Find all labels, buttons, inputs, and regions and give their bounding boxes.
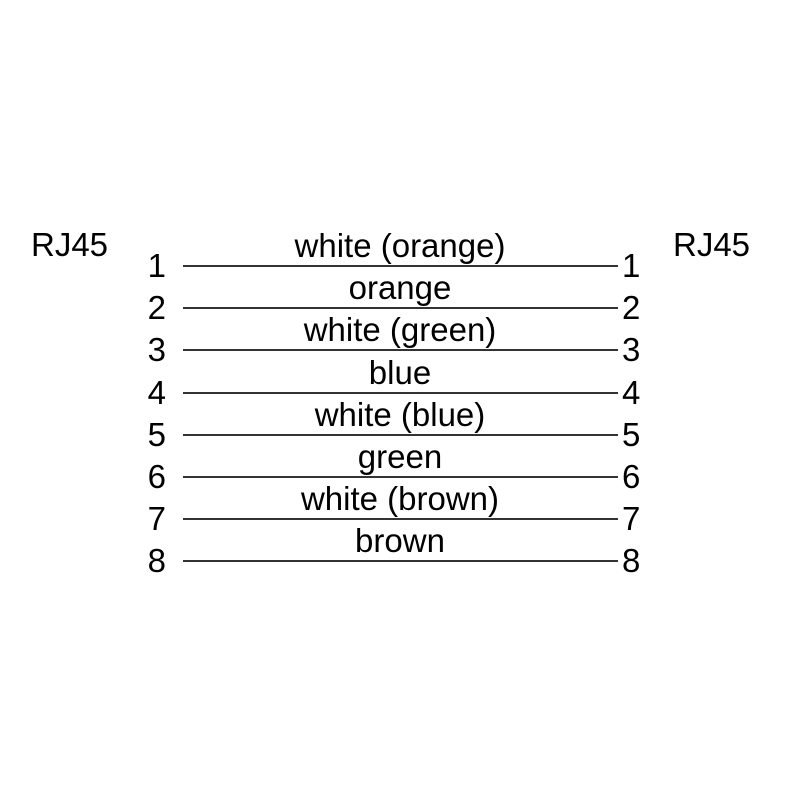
wire-line <box>183 434 618 436</box>
pin-number-left: 2 <box>147 289 166 326</box>
pin-number-left: 1 <box>147 247 166 284</box>
wire-line <box>183 392 618 394</box>
connector-label-left: RJ45 <box>31 226 109 263</box>
pin-number-right: 6 <box>622 458 641 495</box>
pin-number-left: 7 <box>147 500 166 537</box>
wire-color-label: white (orange) <box>294 227 506 264</box>
wire-color-label: blue <box>368 354 432 391</box>
wire-line <box>183 265 618 267</box>
wire-color-label: white (brown) <box>300 480 500 517</box>
wire-color-label: white (green) <box>303 311 497 348</box>
pin-number-right: 8 <box>622 542 641 579</box>
wire-color-label: green <box>357 438 443 475</box>
wire-color-label: orange <box>348 269 452 306</box>
pin-number-left: 5 <box>147 416 166 453</box>
pin-number-right: 1 <box>622 247 641 284</box>
wire-color-label: brown <box>355 522 445 559</box>
pin-number-right: 3 <box>622 331 641 368</box>
pin-number-right: 5 <box>622 416 641 453</box>
pin-number-left: 4 <box>147 374 166 411</box>
wire-line <box>183 307 618 309</box>
wire-line <box>183 518 618 520</box>
pin-number-right: 2 <box>622 289 641 326</box>
pin-number-left: 8 <box>147 542 166 579</box>
wire-line <box>183 349 618 351</box>
pin-number-left: 3 <box>147 331 166 368</box>
pin-number-left: 6 <box>147 458 166 495</box>
pin-number-right: 7 <box>622 500 641 537</box>
connector-label-right: RJ45 <box>673 226 751 263</box>
wire-line <box>183 476 618 478</box>
wire-color-label: white (blue) <box>314 396 486 433</box>
pin-number-right: 4 <box>622 374 641 411</box>
wire-line <box>183 560 618 562</box>
